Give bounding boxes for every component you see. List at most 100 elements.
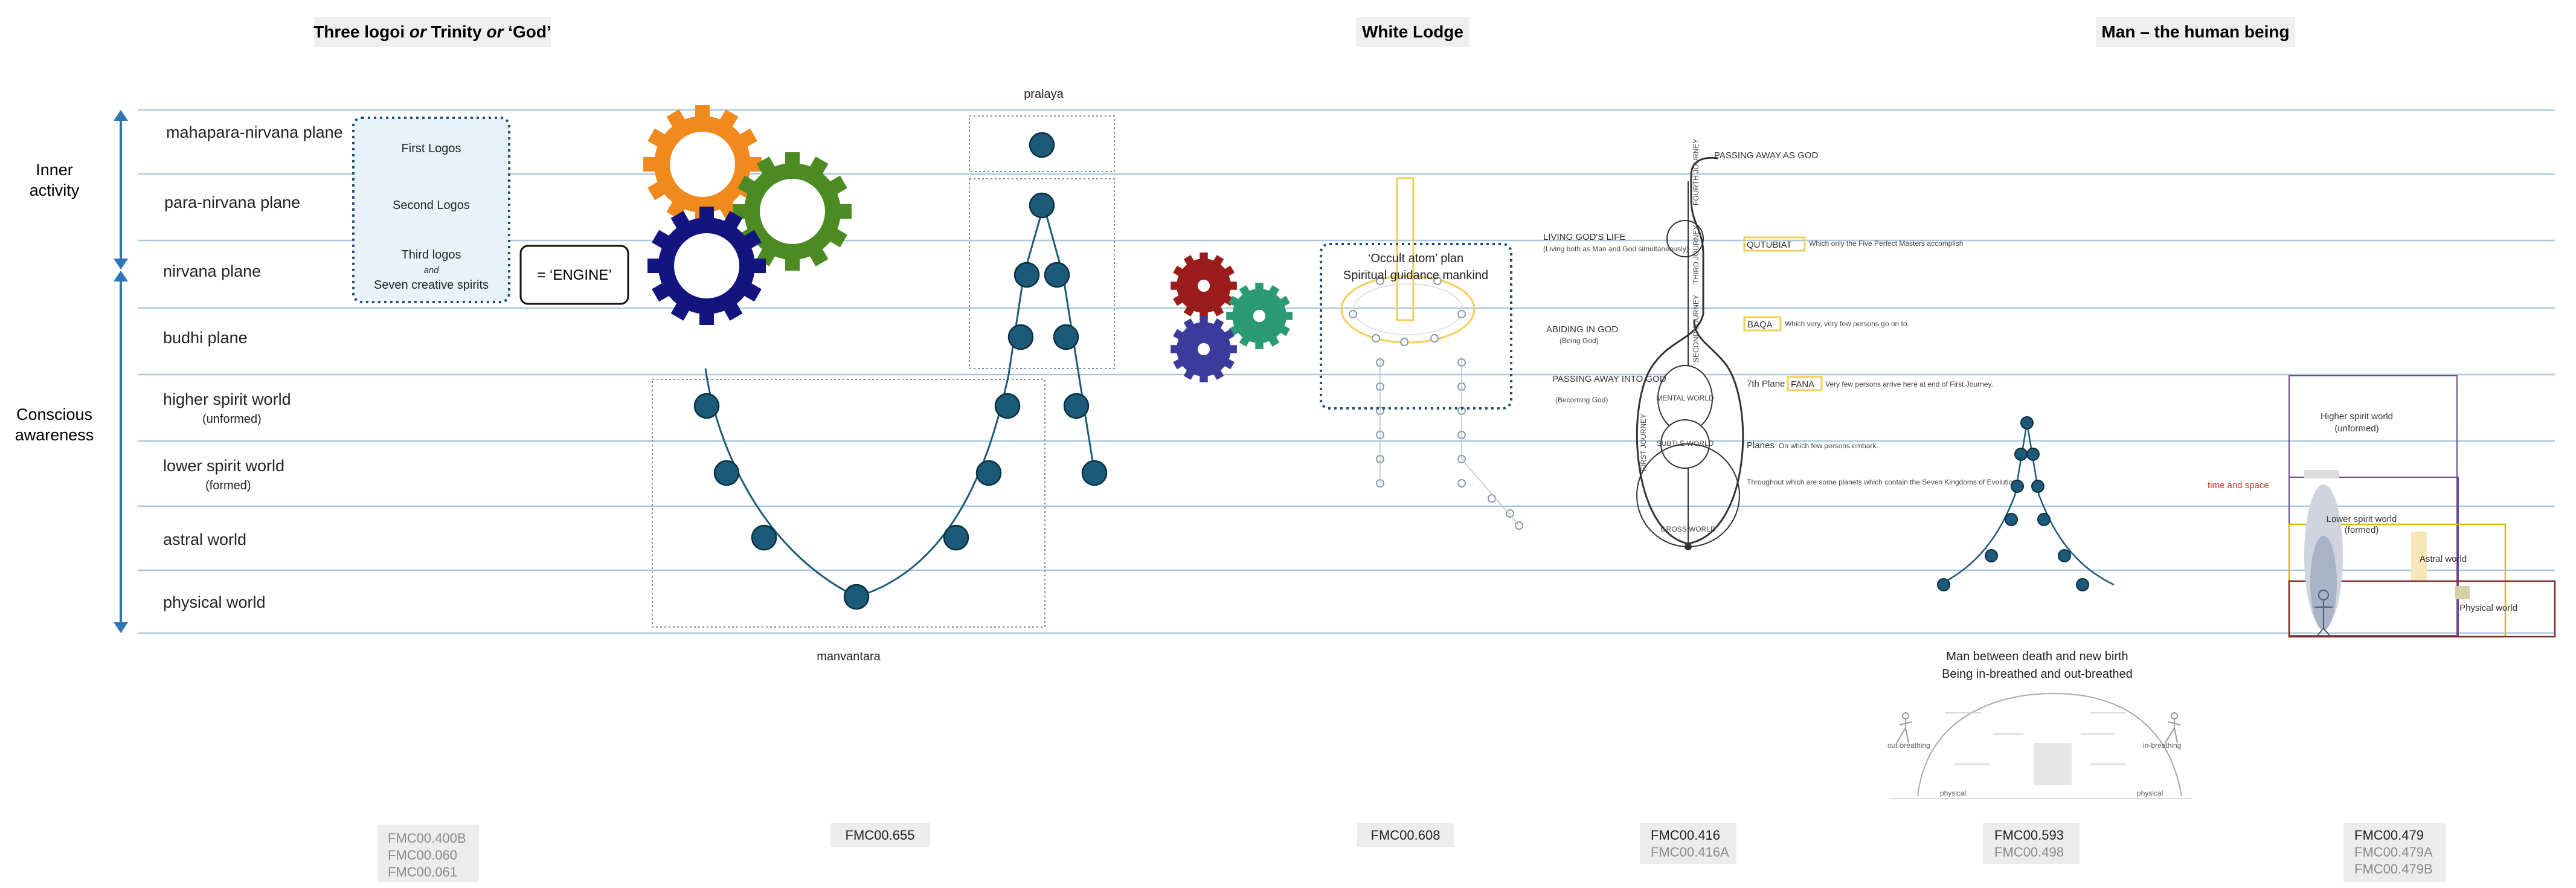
occult-atom-beads — [1349, 277, 1523, 530]
white-lodge-gears — [1171, 253, 1293, 382]
physical-world-label: Physical world — [2459, 603, 2517, 613]
gear-red-icon — [1171, 253, 1237, 319]
plane-label: mahapara-nirvana plane — [166, 123, 343, 141]
first-journey-label: FIRST JOURNEY — [1639, 414, 1648, 471]
cycle-diagram: pralaya manvantara — [652, 88, 1115, 663]
occult-atom-line2: Spiritual guidance mankind — [1343, 269, 1488, 282]
physical-left-label: physical — [1940, 789, 1966, 797]
third-logos-label: Third logos — [402, 248, 461, 262]
cycle-node — [975, 460, 1002, 486]
baqa-label: BAQA — [1747, 320, 1773, 330]
passing-into-label: PASSING AWAY INTO GOD — [1552, 374, 1666, 384]
time-space-tag — [2304, 470, 2339, 478]
man-caption-1: Man between death and new birth — [1946, 650, 2128, 663]
gear-navy-icon — [647, 207, 766, 325]
sketch-annotations — [1945, 712, 2126, 765]
ref-code: FMC00.061 — [388, 864, 457, 880]
ref-badge-bg — [377, 825, 479, 882]
abiding-note: (Being God) — [1559, 336, 1599, 345]
ref-code: FMC00.416 — [1651, 828, 1720, 843]
planes-note: On which few persons embark. — [1779, 442, 1878, 450]
occult-atom-box-frame — [1320, 243, 1512, 410]
engine-box — [519, 245, 629, 305]
ref-code: FMC00.479A — [2354, 845, 2433, 860]
ref-code: FMC00.400B — [388, 831, 466, 846]
engine-label: = ‘ENGINE’ — [537, 267, 611, 283]
first-logos-label: First Logos — [402, 142, 461, 155]
gross-world-label: GROSS WORLD — [1660, 525, 1716, 533]
occult-atom-ring-inner — [1353, 283, 1463, 335]
baqa-note: Which very, very few persons go on to. — [1785, 320, 1909, 328]
human-figure-icon — [2314, 590, 2333, 636]
lower-spirit-sublabel: (formed) — [2345, 525, 2379, 535]
astral-glow — [2411, 532, 2427, 580]
higher-spirit-label: Higher spirit world — [2321, 411, 2393, 422]
plane-label: physical world — [163, 593, 266, 611]
second-logos-label: Second Logos — [393, 199, 470, 212]
cycle-node — [713, 460, 740, 486]
plane-label: nirvana plane — [163, 262, 261, 280]
occult-atom-ring — [1340, 275, 1476, 344]
second-journey-label: SECOND JOURNEY — [1692, 295, 1700, 362]
cycle-node — [943, 524, 969, 551]
time-space-label: time and space — [2208, 480, 2269, 491]
qutubiat-highlight — [1743, 236, 1806, 252]
breathing-arc — [1917, 692, 2182, 797]
ref-code: FMC00.479B — [2354, 861, 2433, 877]
cycle-node — [1053, 324, 1079, 350]
man-node — [1985, 549, 1998, 562]
ref-code: FMC00.416A — [1651, 845, 1729, 860]
cycle-node — [1029, 132, 1055, 158]
inner-activity-arrow — [114, 110, 128, 269]
cycle-node — [751, 524, 777, 551]
journey-spiral-right — [1688, 320, 1744, 545]
journey-spiral — [1636, 156, 1719, 545]
plane-sublabel: (unformed) — [202, 413, 262, 426]
pralaya-lower-box — [969, 178, 1115, 369]
heading-white-lodge-bg — [1356, 17, 1469, 47]
ref-code: FMC00.655 — [846, 828, 915, 843]
cycle-node — [1081, 460, 1108, 486]
plane-label: budhi plane — [163, 329, 248, 347]
ref-badge-bg — [830, 823, 930, 847]
cycle-node — [693, 393, 720, 419]
occult-atom-box: ‘Occult atom’ plan Spiritual guidance ma… — [1320, 243, 1512, 410]
man-node — [2011, 480, 2024, 493]
man-node — [2031, 480, 2044, 493]
trinity-gears — [643, 105, 852, 325]
man-node — [2037, 513, 2051, 526]
passing-away-label: PASSING AWAY AS GOD — [1714, 150, 1818, 161]
man-cycle: Man between death and new birth Being in… — [1937, 416, 2133, 681]
ref-badge-bg — [1357, 823, 1454, 847]
heading-white-lodge: White Lodge — [1362, 22, 1463, 41]
heading-logoi-bg — [314, 17, 551, 47]
figure-icon — [1896, 712, 2181, 744]
ref-badge-bg — [1640, 823, 1736, 864]
man-node — [2005, 513, 2018, 526]
physical-glow — [2455, 586, 2470, 599]
plane-names: mahapara-nirvana plane para-nirvana plan… — [163, 123, 343, 611]
physical-right-label: physical — [2137, 789, 2163, 797]
plane-sublabel: (formed) — [205, 479, 251, 492]
cycle-node — [1013, 262, 1040, 288]
cycle-node — [843, 584, 870, 610]
living-gods-life-label: LIVING GOD'S LIFE — [1543, 232, 1625, 242]
man-node — [2014, 448, 2028, 461]
man-node — [1937, 578, 1950, 591]
god-chart: PASSING AWAY AS GOD LIVING GOD'S LIFE (L… — [1543, 139, 2019, 550]
cycle-node — [1007, 324, 1034, 350]
man-caption-2: Being in-breathed and out-breathed — [1942, 668, 2133, 681]
qutubiat-label: QUTUBIAT — [1747, 240, 1792, 250]
worlds-box: Higher spirit world (unformed) time and … — [2208, 375, 2556, 638]
higher-spirit-sublabel: (unformed) — [2334, 423, 2378, 434]
logos-box-frame — [352, 117, 510, 303]
abiding-label: ABIDING IN GOD — [1546, 324, 1618, 335]
breathing-sketch: out-breathing in-breathing physical phys… — [1887, 692, 2192, 799]
gear-orange-icon — [643, 105, 762, 224]
man-node — [2020, 416, 2034, 430]
fana-label: FANA — [1791, 379, 1814, 390]
gear-teal-icon — [1226, 283, 1293, 349]
cycle-node — [1029, 192, 1055, 219]
gear-green-icon — [733, 152, 852, 271]
